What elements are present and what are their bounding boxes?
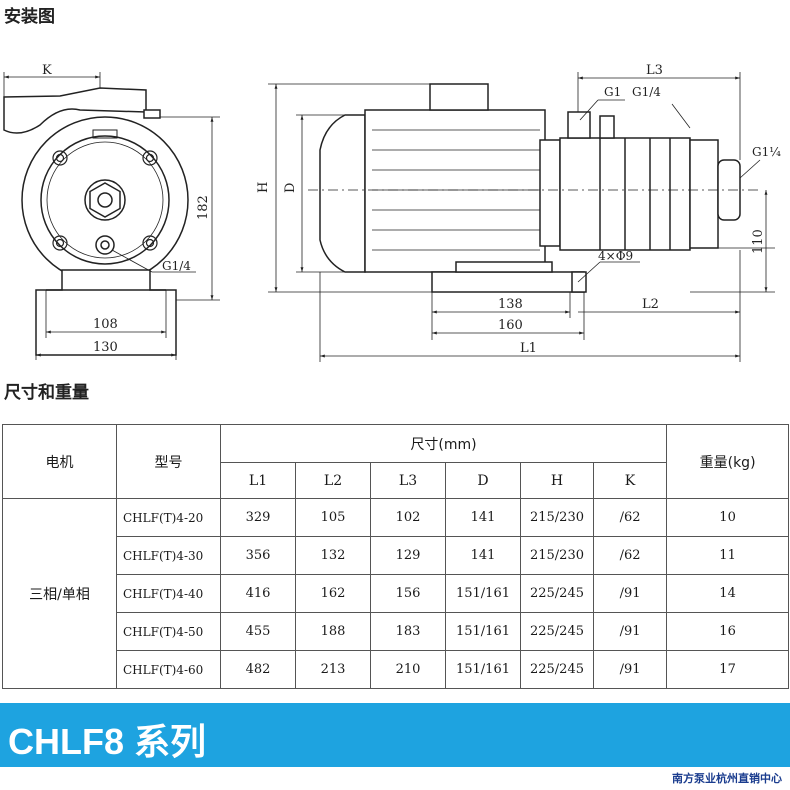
l1-cell: 356 — [220, 536, 296, 575]
l2-cell: 132 — [295, 536, 371, 575]
weight-cell: 11 — [666, 536, 790, 575]
side-view-dims — [268, 72, 775, 362]
inlet-port — [567, 111, 591, 139]
l2-cell: 188 — [295, 612, 371, 651]
l3-cell: 102 — [370, 498, 446, 537]
d-cell: 151/161 — [445, 650, 521, 689]
k-cell: /91 — [592, 574, 668, 613]
k-cell: /62 — [592, 536, 668, 575]
outlet-fitting — [84, 179, 126, 221]
motor-flange — [539, 139, 561, 247]
dim-l1: L1 — [520, 341, 537, 356]
terminal-box — [3, 87, 147, 134]
bolt-heads — [52, 150, 158, 251]
d-cell: 151/161 — [445, 612, 521, 651]
series-title: CHLF8 系列 — [8, 721, 207, 762]
dim-k: K — [42, 63, 52, 78]
dim-138: 138 — [498, 297, 523, 312]
front-view — [3, 87, 189, 356]
motor-fan-cover — [319, 114, 366, 273]
l2-cell: 162 — [295, 574, 371, 613]
l3-cell: 156 — [370, 574, 446, 613]
footer-credit: 南方泵业杭州直销中心 — [672, 772, 782, 785]
l3-cell: 129 — [370, 536, 446, 575]
label-g1: G1 — [604, 85, 621, 99]
h-cell: 225/245 — [520, 612, 594, 651]
dim-d: D — [283, 183, 298, 193]
pump-head — [689, 139, 719, 249]
h-cell: 225/245 — [520, 574, 594, 613]
label-g14-left: G1/4 — [162, 259, 191, 273]
model-cell: CHLF(T)4-40 — [116, 574, 221, 613]
side-view-base — [431, 271, 585, 293]
dim-h: H — [256, 182, 271, 193]
l1-cell: 482 — [220, 650, 296, 689]
front-view-dims — [3, 72, 220, 360]
d-cell: 141 — [445, 536, 521, 575]
d-cell: 141 — [445, 498, 521, 537]
l2-cell: 105 — [295, 498, 371, 537]
label-holes: 4×Φ9 — [598, 249, 633, 263]
motor-type-cell: 三相/单相 — [2, 498, 117, 689]
d-cell: 151/161 — [445, 574, 521, 613]
header-dims: 尺寸(mm) — [219, 424, 668, 463]
header-l3: L3 — [370, 462, 446, 499]
h-cell: 225/245 — [520, 650, 594, 689]
side-view — [319, 83, 741, 293]
dim-l2: L2 — [642, 297, 659, 312]
k-cell: /62 — [592, 498, 668, 537]
dim-160: 160 — [498, 318, 523, 333]
header-l1: L1 — [220, 462, 296, 499]
l3-cell: 183 — [370, 612, 446, 651]
label-g14-right: G1¼ — [752, 145, 781, 159]
header-motor: 电机 — [2, 424, 117, 499]
header-h: H — [520, 462, 594, 499]
header-d: D — [445, 462, 521, 499]
dim-108: 108 — [93, 317, 118, 332]
l2-cell: 213 — [295, 650, 371, 689]
l1-cell: 329 — [220, 498, 296, 537]
weight-cell: 16 — [666, 612, 790, 651]
label-g14-top: G1/4 — [632, 85, 661, 99]
header-k: K — [592, 462, 668, 499]
model-cell: CHLF(T)4-60 — [116, 650, 221, 689]
model-cell: CHLF(T)4-30 — [116, 536, 221, 575]
l1-cell: 416 — [220, 574, 296, 613]
weight-cell: 14 — [666, 574, 790, 613]
table-row: CHLF(T)4-30 356 132 129 141 215/230 /62 … — [3, 536, 790, 575]
h-cell: 215/230 — [520, 498, 594, 537]
header-model: 型号 — [116, 424, 221, 499]
motor-top-box — [429, 83, 489, 111]
series-banner: CHLF8 系列 — [0, 703, 790, 767]
header-weight: 重量(kg) — [666, 424, 790, 499]
weight-cell: 17 — [666, 650, 790, 689]
table-row: 三相/单相 CHLF(T)4-20 329 105 102 141 215/23… — [2, 498, 790, 689]
k-cell: /91 — [592, 612, 668, 651]
drain-plug — [95, 235, 115, 255]
table-row: CHLF(T)4-40 416 162 156 151/161 225/245 … — [3, 574, 790, 613]
motor-body — [364, 109, 546, 273]
table-row: CHLF(T)4-60 482 213 210 151/161 225/245 … — [3, 650, 790, 689]
install-title: 安装图 — [4, 7, 55, 27]
weight-cell: 10 — [666, 498, 790, 537]
table-row: CHLF(T)4-50 455 188 183 151/161 225/245 … — [3, 612, 790, 651]
header-l2: L2 — [295, 462, 371, 499]
model-cell: CHLF(T)4-50 — [116, 612, 221, 651]
k-cell: /91 — [592, 650, 668, 689]
spec-table: 电机 型号 尺寸(mm) 重量(kg) L1 L2 L3 D H K 三相/单相… — [2, 424, 790, 689]
dim-182: 182 — [196, 195, 211, 220]
model-cell: CHLF(T)4-20 — [116, 498, 221, 537]
dim-l3: L3 — [646, 63, 663, 78]
installation-drawing: K 182 G1/4 108 130 — [3, 63, 781, 362]
dimensions-title: 尺寸和重量 — [4, 383, 89, 403]
dim-110: 110 — [751, 229, 766, 254]
l3-cell: 210 — [370, 650, 446, 689]
l1-cell: 455 — [220, 612, 296, 651]
h-cell: 215/230 — [520, 536, 594, 575]
dim-130: 130 — [93, 340, 118, 355]
